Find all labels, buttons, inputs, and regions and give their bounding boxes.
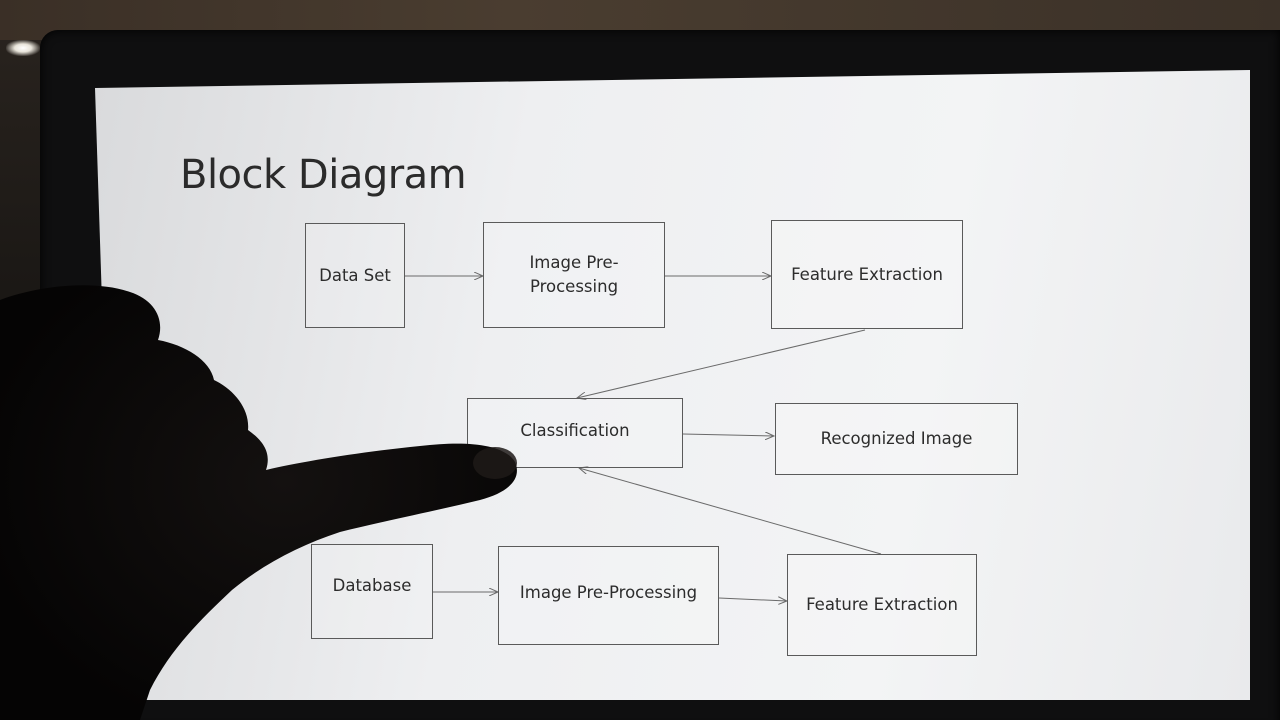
arrow-classification-to-recognized <box>682 434 774 436</box>
slide-screen: Block Diagram Data Set Image Pre- Proces… <box>95 70 1250 700</box>
slide-title: Block Diagram <box>180 152 467 198</box>
block-recognized-image: Recognized Image <box>775 403 1018 475</box>
block-database: Database <box>311 544 433 639</box>
arrow-feature-bottom-to-classification <box>579 468 882 555</box>
block-data-set: Data Set <box>305 223 405 328</box>
block-classification: Classification <box>467 398 683 468</box>
arrow-preprocessing-to-feature-bottom <box>718 598 787 601</box>
block-feature-extraction-bottom: Feature Extraction <box>787 554 977 656</box>
lamp-light <box>6 40 40 56</box>
block-image-preprocessing-bottom: Image Pre-Processing <box>498 546 719 645</box>
diagram-arrows <box>405 70 882 700</box>
block-image-preprocessing-top: Image Pre- Processing <box>483 222 665 328</box>
arrow-feature-top-to-classification <box>577 329 866 398</box>
block-feature-extraction-top: Feature Extraction <box>771 220 963 329</box>
